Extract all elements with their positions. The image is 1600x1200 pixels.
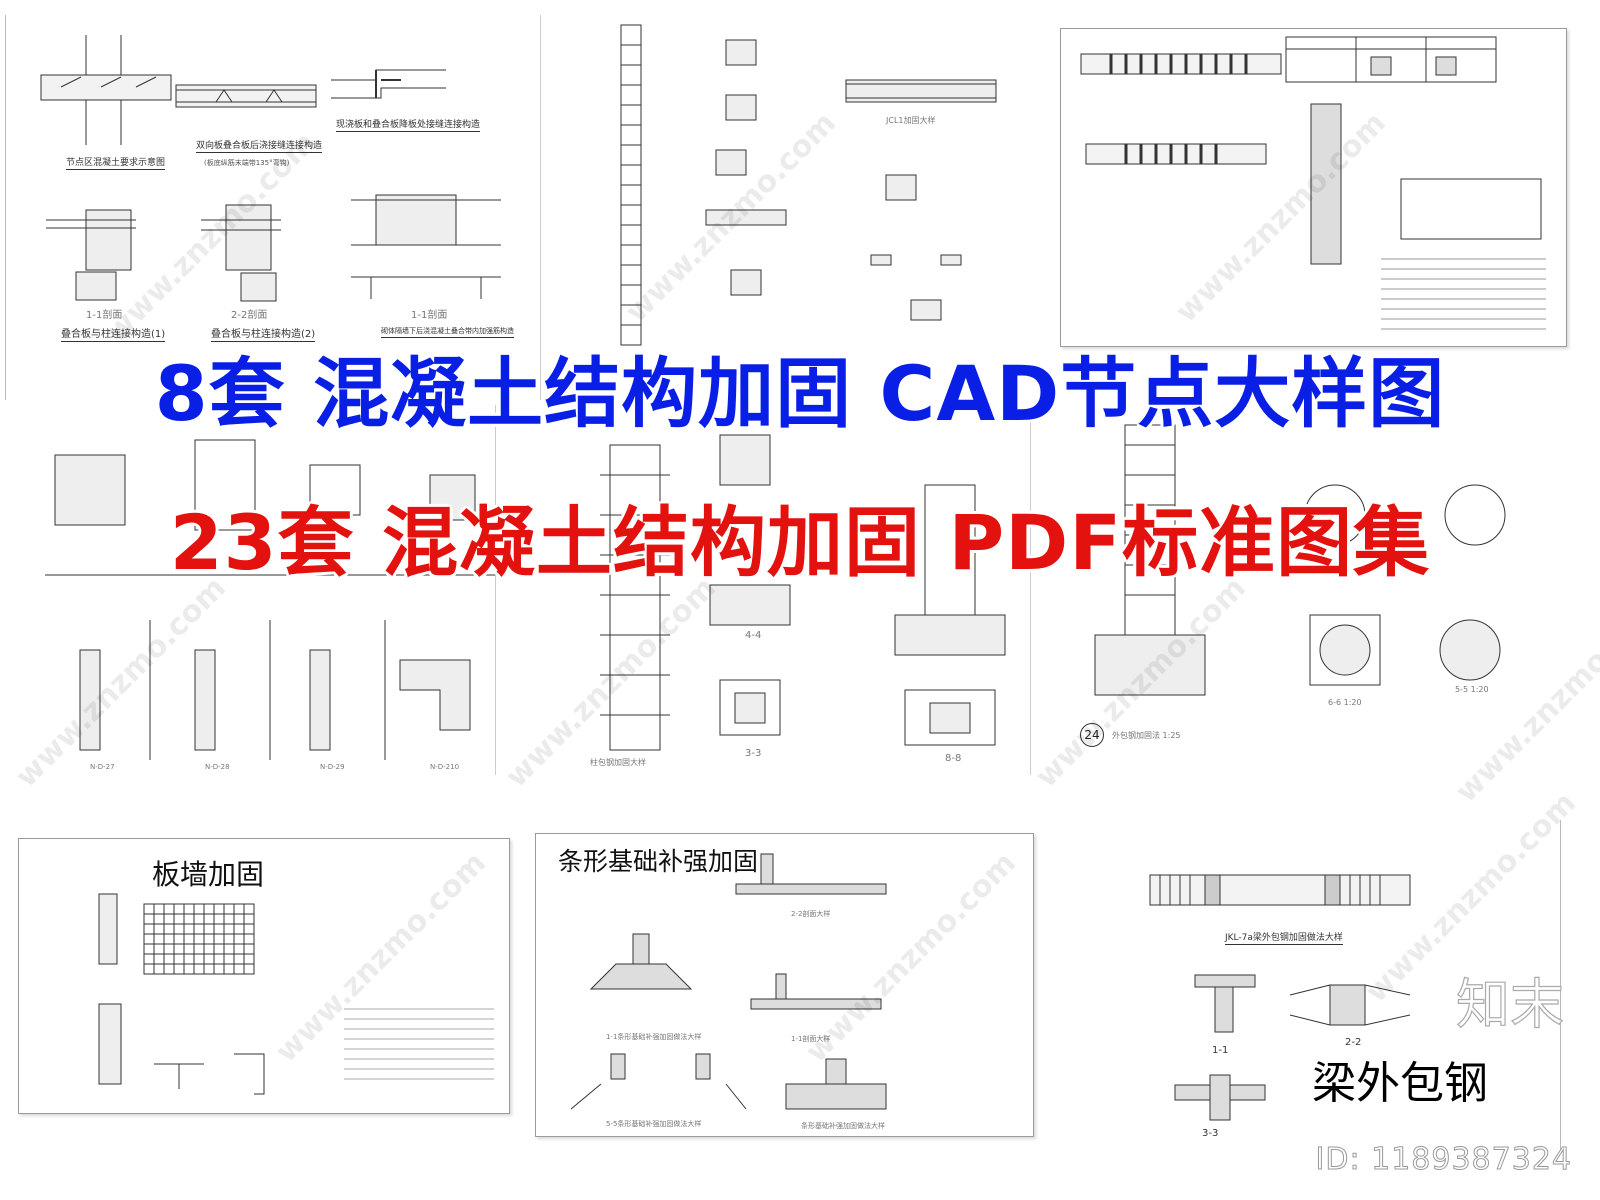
panel-title: 板墙加固 [152, 858, 265, 891]
panel-mid-middle: 柱包钢加固大样 4-4 3-3 8-8 [540, 405, 1031, 775]
drawing-jcl-beam [846, 70, 996, 110]
headline-pdf: 23套 混凝土结构加固 PDF标准图集 [169, 498, 1431, 587]
caption: 叠合板与柱连接构造(2) [211, 325, 316, 342]
drawing-column-foundation [1095, 425, 1215, 715]
drawing-wall-joints [45, 620, 495, 760]
section-label: 2-2剖面大样 [791, 910, 831, 918]
drawing-column-sections [45, 425, 495, 585]
drawing-masonry-wall [351, 185, 501, 305]
section-label: 3-3 [745, 748, 762, 759]
drawing-beam-1-1 [1195, 975, 1255, 1035]
section-label: 1-1 [1212, 1045, 1229, 1056]
panel-top-middle: JCL1加固大样 [540, 15, 1031, 400]
drawing-dropped-slab [331, 60, 446, 110]
drawing-strip-footing-section [751, 974, 881, 1019]
drawing-strip-footing-detail [786, 1059, 886, 1114]
section-label: N-D-210 [430, 763, 460, 771]
headline-cad: 8套 混凝土结构加固 CAD节点大样图 [154, 349, 1446, 438]
panel-bottom-right: JKL-7a梁外包钢加固做法大样 1-1 2-2 3-3 梁外包钢 [1090, 820, 1561, 1150]
drawing-strip-footing-1-1 [581, 934, 701, 994]
caption: JKL-7a梁外包钢加固做法大样 [1225, 930, 1343, 945]
section-label: 5-5条形基础补强加固做法大样 [606, 1120, 702, 1128]
caption: 节点区混凝土要求示意图 [66, 155, 166, 170]
section-label: 1-1剖面大样 [791, 1035, 831, 1043]
section-label: 6-6 1:20 [1328, 698, 1362, 707]
drawing-beam-3-3 [1175, 1075, 1265, 1125]
section-label: 3-3 [1202, 1128, 1219, 1139]
section-label: 1-1剖面 [411, 310, 448, 321]
section-label: JCL1加固大样 [886, 116, 936, 125]
drawing-beam-reinforcement [1081, 44, 1281, 84]
drawing-slab-column-2 [191, 185, 291, 305]
caption: 双向板叠合板后浇接缝连接构造 [196, 138, 323, 153]
drawing-strip-footing-5-5 [566, 1054, 746, 1114]
drawing-beam-2-2 [1290, 980, 1410, 1030]
section-label: 条形基础补强加固做法大样 [801, 1122, 885, 1130]
caption: 现浇板和叠合板降板处接缝连接构造 [336, 117, 481, 132]
caption: 砌体隔墙下后浇混凝土叠合带内加强筋构造 [381, 326, 514, 338]
section-label: 1-1条形基础补强加固做法大样 [606, 1033, 702, 1041]
panel-top-right [1060, 28, 1567, 347]
drawing-node-area [41, 35, 171, 145]
drawing-column-elevation [611, 25, 651, 345]
caption: 叠合板与柱连接构造(1) [61, 325, 166, 342]
panel-mid-left: N-D-27 N-D-28 N-D-29 N-D-210 [35, 405, 496, 775]
drawing-wall-mesh [94, 894, 264, 1094]
drawing-section-4-4 [710, 435, 810, 635]
drawing-slab-joint [176, 75, 316, 125]
section-label: 柱包钢加固大样 [590, 758, 646, 767]
section-label: 5-5 1:20 [1455, 685, 1489, 694]
section-label: 1-1剖面 [86, 310, 123, 321]
drawing-beam-steel-wrap [1150, 850, 1410, 910]
logo-watermark: 知末 [1455, 973, 1564, 1036]
detail-badge: 24 [1080, 723, 1104, 747]
drawing-slab-column-1 [46, 190, 146, 305]
section-label: N-D-28 [205, 763, 230, 771]
section-label: 2-2 [1345, 1037, 1362, 1048]
drawing-round-column [1285, 465, 1545, 695]
drawing-notes [1381, 119, 1551, 329]
section-label: N-D-29 [320, 763, 345, 771]
drawing-strip-footing-2-2 [736, 854, 886, 904]
panel-bottom-middle: 条形基础补强加固 2-2剖面大样 1-1条形基础补强加固做法大样 1-1剖面大样… [535, 833, 1034, 1137]
panel-top-left: 节点区混凝土要求示意图 双向板叠合板后浇接缝连接构造 (板底纵筋末端带135°弯… [5, 15, 541, 400]
section-label: 外包钢加固法 1:25 [1112, 731, 1181, 740]
panel-bottom-left: 板墙加固 [18, 838, 510, 1114]
section-label: N-D-27 [90, 763, 115, 771]
drawing-section-8-8 [895, 485, 1005, 745]
caption-note: (板底纵筋末端带135°弯钩) [204, 159, 290, 167]
image-id: ID: 1189387324 [1315, 1142, 1572, 1177]
section-label: 4-4 [745, 630, 762, 641]
drawing-section-3-3 [715, 675, 785, 740]
drawing-beam-sections [706, 35, 796, 335]
panel-mid-right: 24 外包钢加固法 1:25 6-6 1:20 5-5 1:20 [1060, 405, 1565, 775]
panel-title: 条形基础补强加固 [558, 847, 759, 876]
section-label: 2-2剖面 [231, 310, 268, 321]
drawing-beam-2 [1086, 134, 1266, 174]
drawing-column-wrap [1306, 104, 1346, 264]
drawing-table [1286, 37, 1496, 82]
drawing-details [871, 175, 991, 325]
drawing-column-steel-wrap [580, 445, 690, 750]
section-label: 8-8 [945, 753, 962, 764]
panel-label: 梁外包钢 [1312, 1058, 1488, 1109]
drawing-notes [344, 999, 494, 1099]
